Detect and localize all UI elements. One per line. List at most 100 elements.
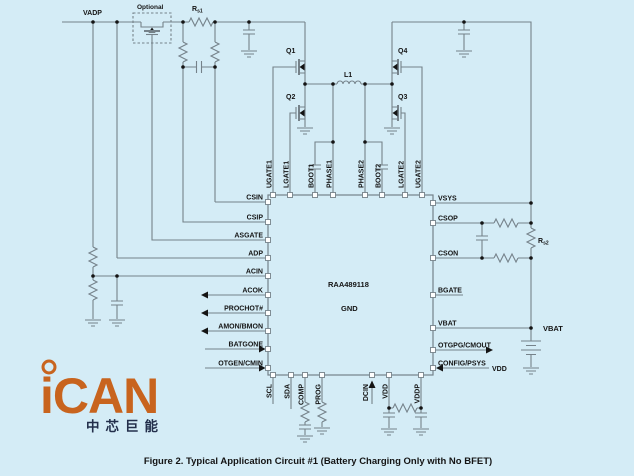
label-q4: Q4 [398, 48, 407, 55]
ic-pin-boxes [265, 192, 436, 378]
q3-body-arrow-icon [392, 109, 398, 117]
pin-label-acin: ACIN [246, 269, 263, 276]
csip-trace [182, 22, 266, 223]
pin-comp [302, 372, 308, 378]
fet-leads [140, 22, 164, 28]
ground-symbol [296, 435, 314, 443]
vdd-vddp-resistor [392, 402, 418, 414]
comp-resistor [299, 401, 311, 423]
ground-symbol [412, 428, 430, 436]
ground-symbol [108, 319, 126, 327]
cson-filter-resistor [493, 252, 519, 264]
q4-body-arrow-icon [392, 63, 398, 71]
pin-label-vdd: VDD [383, 384, 390, 399]
divider-resistor-top [87, 246, 99, 268]
pin-csip [265, 219, 271, 225]
pin-asgate [265, 237, 271, 243]
logo-cjk-text: 中芯巨能 [86, 418, 164, 434]
pin-label-bgate: BGATE [438, 288, 462, 295]
amon-bmon-output-arrow-icon [201, 327, 208, 335]
vsys-decoupling-capacitor [458, 22, 470, 50]
pin-ugate2 [419, 192, 425, 198]
pin-label-scl: SCL [267, 383, 274, 398]
pin-csop [430, 220, 436, 226]
acok-output-arrow-icon [201, 291, 208, 299]
pin-label-config-psys: CONFIG/PSYS [438, 361, 486, 368]
label-q1: Q1 [286, 48, 295, 55]
pin-otgpg-cmout [430, 347, 436, 353]
vddp-capacitor [415, 377, 427, 428]
pin-label-dcin: DCIN [363, 384, 370, 401]
pin-label-prog: PROG [316, 383, 323, 404]
divider-resistor-bottom [87, 279, 99, 301]
pin-label-ugate2: UGATE2 [416, 160, 423, 188]
q1-body-arrow-icon [299, 63, 305, 71]
net-label-vbat: VBAT [543, 324, 563, 333]
pin-prog [319, 372, 325, 378]
pin-label-comp: COMP [299, 384, 306, 405]
sense-filter-capacitor [476, 223, 488, 258]
logo-ring-icon [41, 359, 57, 375]
csin-trace [214, 22, 266, 203]
pin-label-csip: CSIP [247, 215, 264, 222]
charger-ic: RAA489118 GND [218, 160, 491, 405]
otgen-cmin-input-arrow-icon [259, 364, 266, 372]
prog-resistor [316, 401, 328, 423]
acin-filter-capacitor [111, 276, 123, 319]
net-label-vdd: VDD [492, 366, 507, 373]
ic-gnd-label: GND [341, 304, 358, 313]
pin-batgone [265, 346, 271, 352]
logo-wordmark: iCAN [40, 368, 158, 424]
q2-body-arrow-icon [299, 109, 305, 117]
csop-filter-resistor [493, 217, 519, 229]
pin-label-amon-bmon: AMON/BMON [218, 324, 263, 331]
adp-trace [116, 22, 266, 259]
pin-lgate2 [402, 192, 408, 198]
boot1-capacitor [309, 141, 333, 193]
net-label-vadp: VADP [83, 10, 102, 17]
pin-lgate1 [287, 192, 293, 198]
pin-vbat [430, 325, 436, 331]
input-decoupling-capacitor [243, 22, 255, 50]
pin-label-csop: CSOP [438, 216, 458, 223]
pin-label-batgone: BATGONE [229, 342, 264, 349]
pin-label-otgen-cmin: OTGEN/CMIN [218, 361, 263, 368]
pin-label-prochot: PROCHOT# [224, 306, 263, 313]
otgpg-output-arrow-icon [486, 346, 493, 354]
pin-label-csin: CSIN [246, 195, 263, 202]
pin-boot2 [379, 192, 385, 198]
junction-dots [91, 20, 533, 410]
battery-sense-network: Rs2 VBAT VDD [435, 202, 563, 375]
batgone-input-arrow-icon [259, 345, 266, 353]
ground-symbol [380, 428, 398, 436]
pin-dcin [369, 372, 375, 378]
pin-bgate [430, 292, 436, 298]
figure-caption: Figure 2. Typical Application Circuit #1… [144, 456, 492, 467]
lgate1-trace [289, 112, 296, 193]
left-signal-wires [201, 291, 266, 372]
comp-capacitor [299, 422, 311, 435]
pin-sda [288, 372, 294, 378]
vdd-capacitor [383, 377, 395, 428]
bottom-components [272, 377, 430, 443]
resistor-rs2 [525, 227, 537, 249]
battery-plates [521, 328, 541, 367]
ground-symbol [522, 367, 540, 375]
pin-label-boot1: BOOT1 [309, 164, 316, 188]
pin-prochot [265, 310, 271, 316]
pin-label-adp: ADP [248, 251, 263, 258]
ground-symbol [383, 127, 401, 135]
pin-scl [270, 372, 276, 378]
pin-acok [265, 292, 271, 298]
comp-network [296, 377, 314, 443]
pin-vddp [418, 372, 424, 378]
ican-logo: iCAN 中芯巨能 [40, 359, 164, 434]
ground-symbol [240, 50, 258, 58]
pin-otgen-cmin [265, 365, 271, 371]
pin-boot1 [312, 192, 318, 198]
label-rs1: Rs1 [192, 6, 203, 15]
asgate-trace [151, 34, 266, 241]
dcin-input-arrow-icon [368, 380, 376, 388]
